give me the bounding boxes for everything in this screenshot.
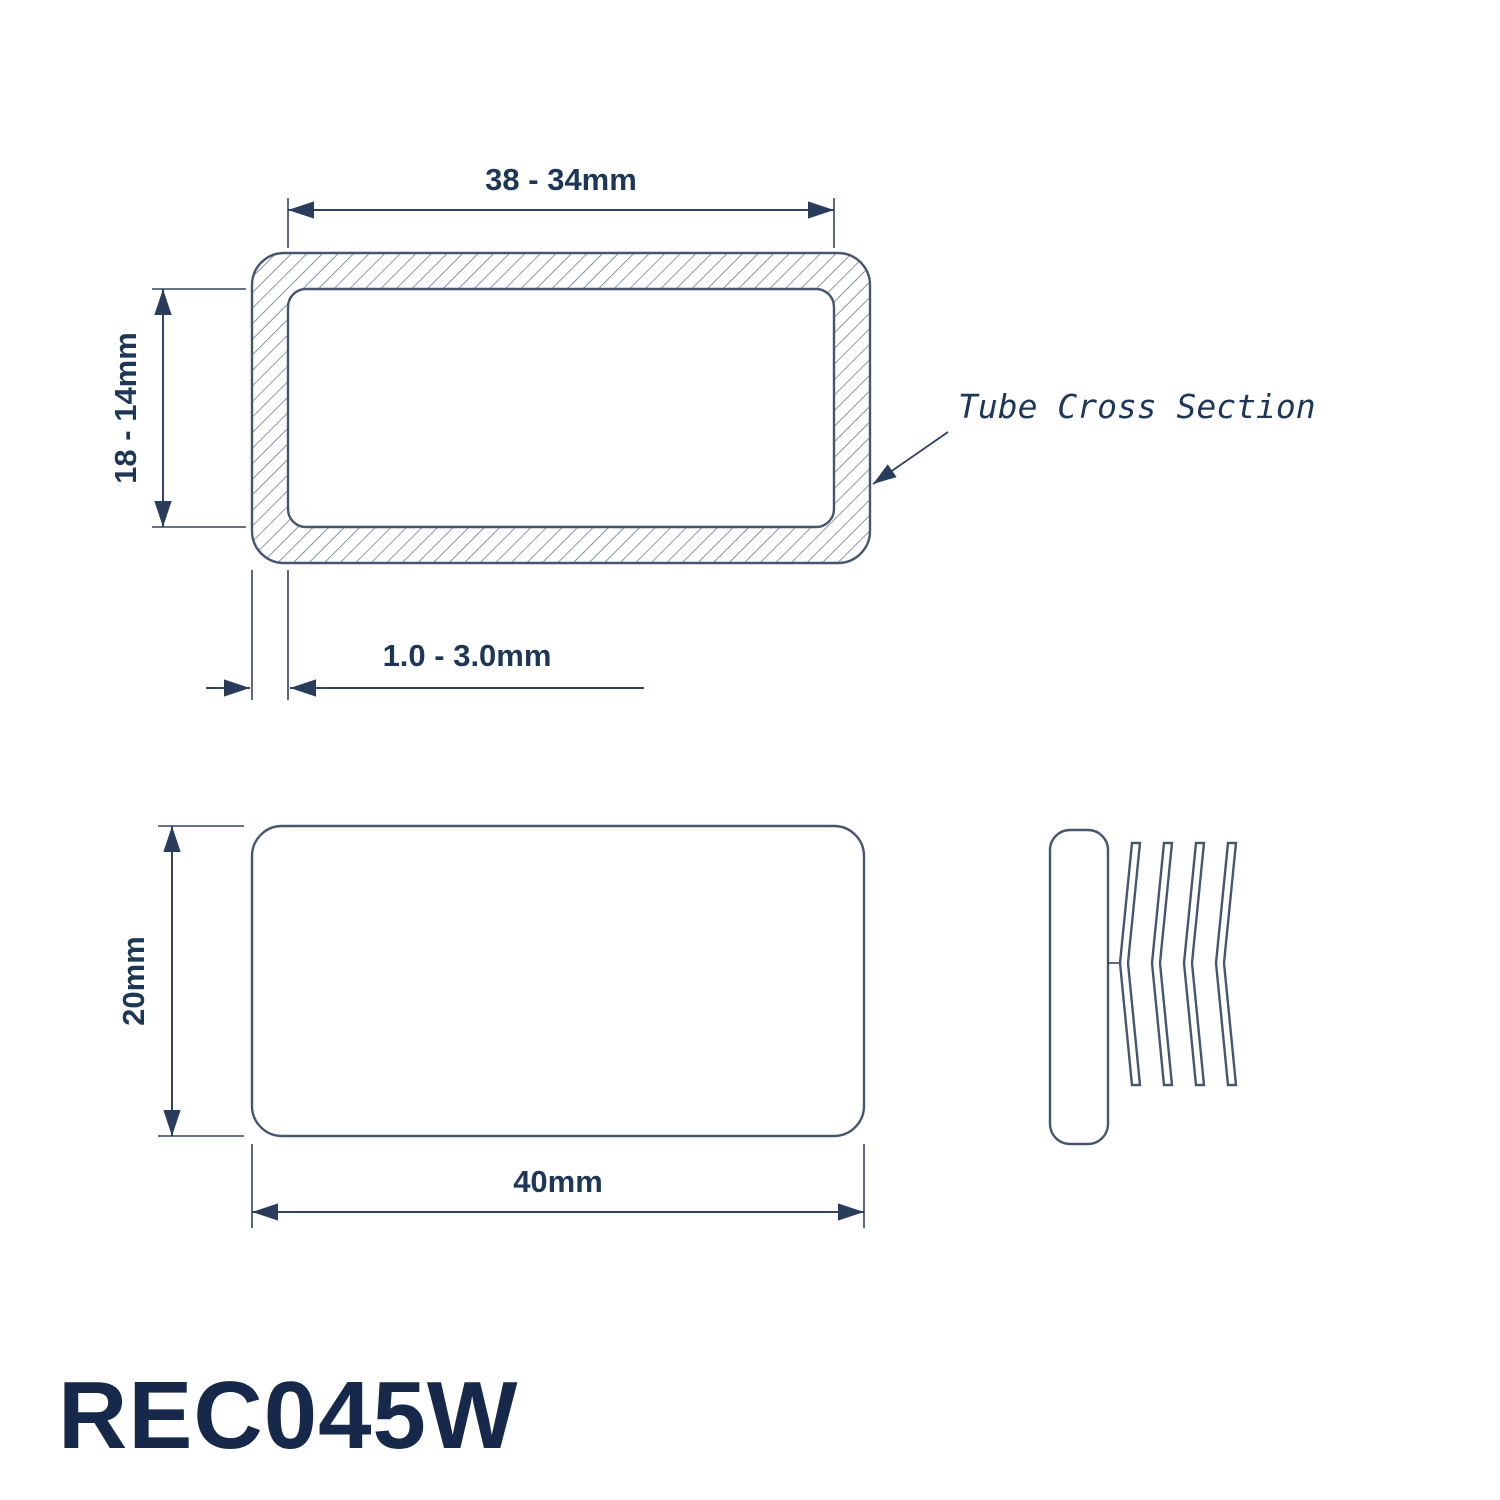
cap-width-label: 40mm: [513, 1164, 603, 1199]
dimension-wall-thickness: 1.0 - 3.0mm: [206, 570, 644, 700]
cap-side-view: [1048, 828, 1238, 1146]
dimension-tube-height: 18 - 14mm: [108, 288, 246, 528]
leader-line: [872, 431, 949, 485]
wall-thickness-label: 1.0 - 3.0mm: [383, 638, 552, 673]
dimension-cap-height: 20mm: [116, 825, 244, 1137]
cap-face-outline: [250, 824, 866, 1138]
rib-fin: [1214, 841, 1238, 1087]
cap-flange: [1048, 828, 1110, 1146]
dimension-cap-width: 40mm: [251, 1144, 865, 1228]
callout-label: Tube Cross Section: [958, 387, 1316, 426]
part-number: REC045W: [58, 1362, 518, 1469]
rib-fin: [1182, 841, 1206, 1087]
rib-fin: [1150, 841, 1174, 1087]
cross-section-view: 38 - 34mm 18 - 14mm 1.0 - 3.0mm Tube Cro…: [108, 162, 1316, 700]
cap-plan-view: 20mm 40mm: [116, 824, 866, 1228]
cap-height-label: 20mm: [116, 936, 151, 1026]
rib-fin: [1118, 841, 1142, 1087]
callout-tube-cross-section: Tube Cross Section: [872, 387, 1316, 485]
tube-inner-bore: [286, 287, 836, 529]
dimension-tube-width: 38 - 34mm: [287, 162, 835, 248]
tube-height-label: 18 - 14mm: [108, 332, 143, 484]
tube-width-label: 38 - 34mm: [485, 162, 637, 197]
